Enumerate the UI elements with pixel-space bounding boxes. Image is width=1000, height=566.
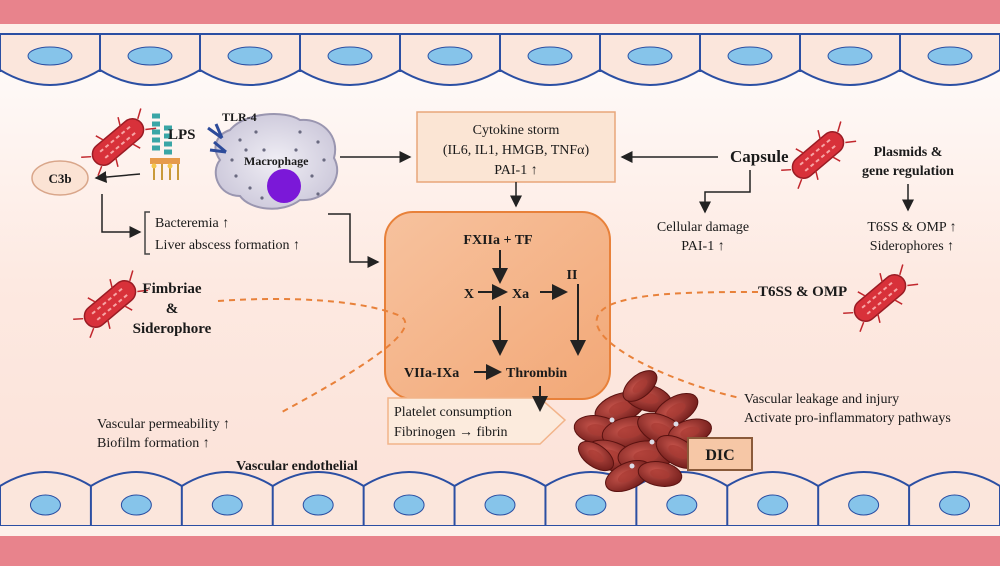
vessel-top	[0, 0, 1000, 86]
lps-icon	[150, 113, 180, 180]
vascular-endothelial-label: Vascular endothelial	[236, 459, 358, 474]
platelet-consumption-label: Platelet consumption	[394, 405, 512, 420]
cytokine-list: (IL6, IL1, HMGB, TNFα)	[443, 143, 590, 158]
siderophore-label: Siderophore	[133, 321, 212, 337]
fxiia-tf-label: FXIIa + TF	[463, 233, 532, 248]
capsule-pai1-label: PAI-1 ↑	[681, 239, 724, 254]
plasmids-label: Plasmids &	[874, 145, 943, 160]
cellular-damage-label: Cellular damage	[657, 220, 749, 235]
biofilm-label: Biofilm formation ↑	[97, 436, 210, 451]
dic-label: DIC	[705, 447, 734, 464]
cytokine-box	[416, 111, 616, 183]
macrophage-label: Macrophage	[244, 154, 309, 168]
siderophores-up-label: Siderophores ↑	[870, 239, 954, 254]
vascular-leakage-label: Vascular leakage and injury	[744, 392, 899, 407]
bacteremia-bracket	[144, 211, 150, 255]
thrombin-label: Thrombin	[506, 366, 567, 381]
vascular-permeability-label: Vascular permeability ↑	[97, 417, 230, 432]
t6ss-omp-label: T6SS & OMP	[758, 284, 847, 300]
dashed-connectors	[217, 291, 759, 413]
platelet-box	[387, 397, 567, 445]
c3b-label: C3b	[48, 171, 71, 186]
viia-ixa-label: VIIa-IXa	[404, 366, 459, 381]
pro-inflammatory-label: Activate pro-inflammatory pathways	[744, 411, 951, 426]
factor-ii-label: II	[567, 268, 578, 283]
cytokine-pai1: PAI-1 ↑	[494, 163, 537, 178]
lps-label: LPS	[168, 127, 196, 143]
dic-box	[687, 437, 753, 471]
liver-abscess-label: Liver abscess formation ↑	[155, 238, 300, 253]
t6ss-omp-up-label: T6SS & OMP ↑	[867, 220, 956, 235]
factor-x-label: X	[464, 287, 474, 302]
factor-xa-label: Xa	[512, 287, 529, 302]
c3b-bubble	[31, 160, 89, 196]
macrophage-icon	[214, 113, 339, 210]
vessel-bottom	[0, 471, 1000, 566]
rbc-cluster-icon	[573, 370, 712, 493]
tlr4-receptor-icon	[207, 123, 227, 154]
bacteremia-label: Bacteremia ↑	[155, 216, 229, 231]
fimbriae-amp-label: &	[166, 301, 179, 317]
pathway-arrows	[94, 151, 914, 268]
gene-regulation-label: gene regulation	[862, 164, 954, 179]
tlr4-label: TLR-4	[222, 110, 257, 124]
fibrinogen-label: Fibrinogen → fibrin	[394, 425, 508, 440]
fimbriae-label: Fimbriae	[142, 281, 201, 297]
capsule-label: Capsule	[730, 147, 789, 166]
cytokine-title: Cytokine storm	[473, 123, 560, 138]
coagulation-arrows	[474, 250, 586, 412]
